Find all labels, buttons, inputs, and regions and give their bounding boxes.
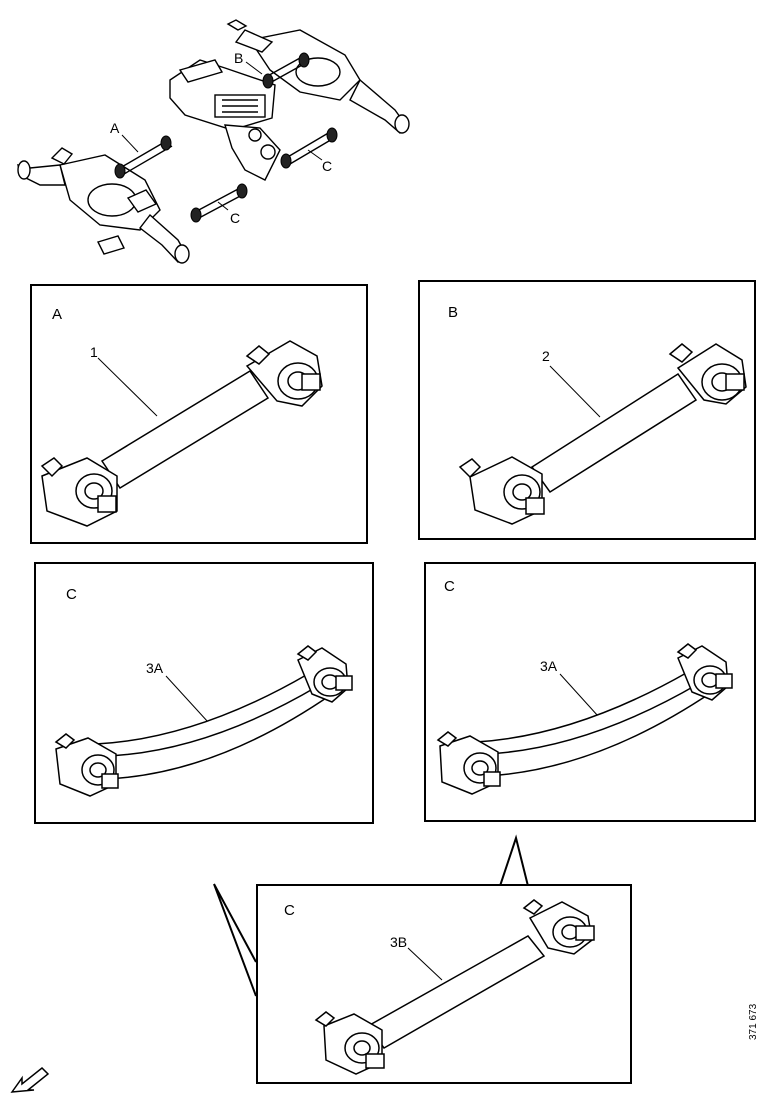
axle-assembly-overview: A B C C [0,0,430,270]
straight-torque-rod-drawing [314,899,595,1075]
panel-letter: C [444,578,455,595]
curved-torque-rod-drawing [436,643,733,795]
axle-assembly-drawing [17,19,410,264]
front-direction-arrow-icon [8,1062,52,1101]
straight-torque-rod-drawing [40,340,323,527]
panel-c: C 3A [34,562,374,824]
part-callout: 3A [146,660,164,676]
part-callout: 3B [390,934,408,950]
panel-b: B 2 [418,280,756,540]
overview-label-b: B [234,50,244,66]
panel-c: C 3A [424,562,756,822]
panel-c: C 3B [256,884,632,1084]
panel-letter: C [284,902,295,919]
panel-letter: A [52,306,63,323]
reference-number: 371 673 [748,1003,759,1040]
overview-label-a: A [110,120,120,136]
straight-torque-rod-drawing [458,343,747,525]
panel-letter: B [448,304,459,321]
part-callout: 1 [90,344,98,360]
part-callout: 3A [540,658,558,674]
panel-a: A 1 [30,284,368,544]
curved-torque-rod-drawing [54,645,353,797]
part-callout: 2 [542,348,550,364]
overview-label-c: C [322,158,333,174]
panel-letter: C [66,586,77,603]
overview-label-c: C [230,210,241,226]
